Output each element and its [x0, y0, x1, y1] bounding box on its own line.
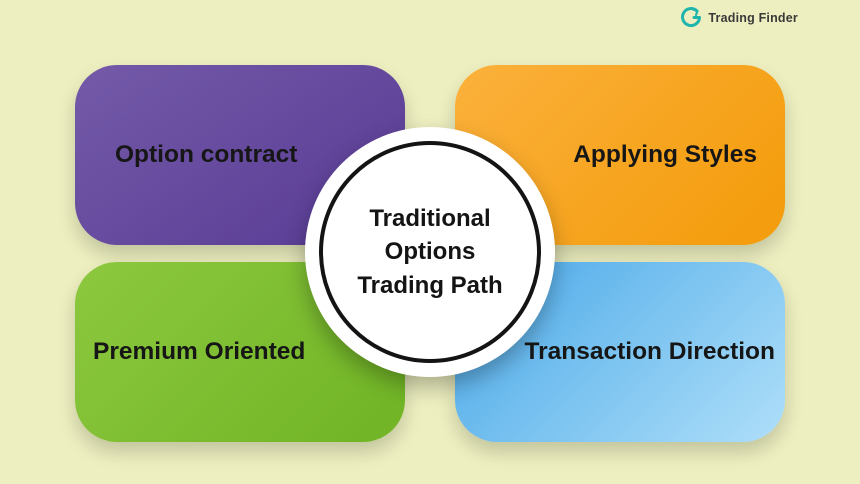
center-title-line2: Trading Path: [357, 271, 503, 299]
brand-logo: Trading Finder: [678, 6, 798, 30]
card-premium-oriented: Premium Oriented: [75, 262, 405, 442]
center-circle-ring: Traditional Options Trading Path: [319, 141, 541, 363]
center-circle: Traditional Options Trading Path: [305, 127, 555, 377]
card-label-transaction-direction: Transaction Direction: [524, 338, 775, 365]
card-label-applying-styles: Applying Styles: [573, 141, 757, 168]
trading-finder-logo-icon: [678, 6, 702, 30]
card-label-premium-oriented: Premium Oriented: [93, 338, 306, 365]
center-title-line1: Traditional Options: [369, 204, 491, 266]
center-title: Traditional Options Trading Path: [323, 202, 537, 303]
card-label-option-contract: Option contract: [115, 141, 298, 168]
brand-logo-text: Trading Finder: [708, 11, 798, 25]
